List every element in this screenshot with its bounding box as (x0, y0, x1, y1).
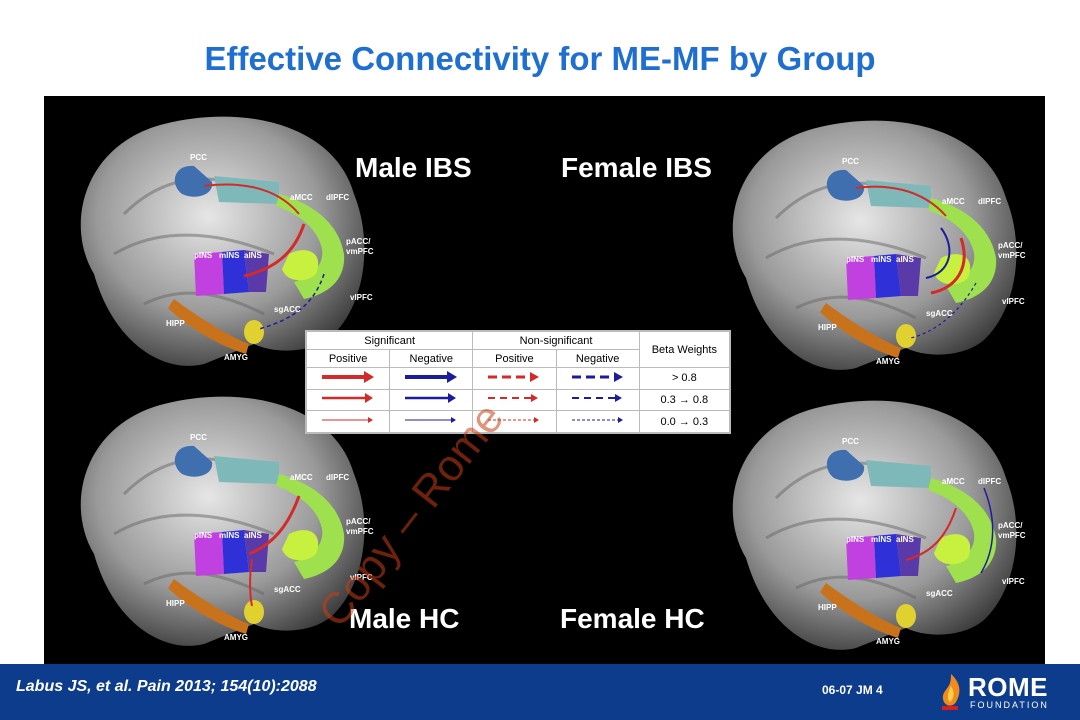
arrow-neg-nonsig-mid (555, 388, 640, 412)
svg-text:aMCC: aMCC (942, 197, 965, 206)
svg-text:aMCC: aMCC (942, 477, 965, 486)
flame-icon (942, 674, 960, 710)
legend-nonsignificant-header: Non-significant (472, 331, 640, 350)
svg-text:PCC: PCC (190, 153, 207, 162)
svg-text:AMYG: AMYG (876, 637, 900, 646)
brain-male-ibs: PCC aMCC dlPFC pACC/ vmPFC pINS mINS aIN… (79, 115, 374, 368)
svg-text:pINS: pINS (846, 535, 865, 544)
arrow-pos-nonsig-thin (472, 410, 557, 433)
svg-text:vmPFC: vmPFC (346, 247, 374, 256)
svg-text:HIPP: HIPP (818, 323, 837, 332)
logo-subtext: FOUNDATION (970, 700, 1049, 710)
svg-text:PCC: PCC (190, 433, 207, 442)
brain-female-ibs: PCC aMCC dlPFC pACC/ vmPFC pINS mINS aIN… (731, 119, 1026, 372)
svg-text:vmPFC: vmPFC (998, 251, 1026, 260)
svg-text:pINS: pINS (194, 531, 213, 540)
beta-row-low: 0.0 → 0.3 (638, 410, 731, 433)
svg-text:vmPFC: vmPFC (346, 527, 374, 536)
beta-row-mid: 0.3 → 0.8 (638, 388, 731, 412)
svg-text:pACC/: pACC/ (346, 517, 371, 526)
svg-text:PCC: PCC (842, 437, 859, 446)
brain-male-hc: PCC aMCC dlPFC pACC/ vmPFC pINS mINS aIN… (79, 395, 374, 648)
svg-text:dlPFC: dlPFC (978, 197, 1001, 206)
rome-foundation-logo: ROME FOUNDATION (938, 672, 1068, 714)
svg-text:sgACC: sgACC (926, 309, 953, 318)
svg-text:vlPFC: vlPFC (1002, 577, 1025, 586)
svg-text:pACC/: pACC/ (998, 241, 1023, 250)
arrow-pos-sig-thin (305, 410, 391, 433)
svg-text:vlPFC: vlPFC (350, 573, 373, 582)
svg-text:aINS: aINS (244, 251, 262, 260)
arrow-pos-sig-thick (305, 367, 391, 390)
svg-text:HIPP: HIPP (166, 599, 185, 608)
svg-text:dlPFC: dlPFC (978, 477, 1001, 486)
svg-text:aINS: aINS (896, 535, 914, 544)
svg-text:AMYG: AMYG (224, 353, 248, 362)
legend-significant-header: Significant (305, 331, 474, 350)
legend-positive-sig: Positive (305, 349, 391, 368)
legend-negative-nonsig: Negative (555, 349, 640, 368)
group-label-female-hc: Female HC (560, 603, 705, 634)
svg-text:mINS: mINS (871, 255, 892, 264)
svg-text:pACC/: pACC/ (346, 237, 371, 246)
arrow-pos-sig-mid (305, 388, 391, 412)
svg-text:mINS: mINS (219, 531, 240, 540)
svg-text:dlPFC: dlPFC (326, 473, 349, 482)
svg-text:sgACC: sgACC (274, 585, 301, 594)
svg-text:vmPFC: vmPFC (998, 531, 1026, 540)
footer-bar: Labus JS, et al. Pain 2013; 154(10):2088… (0, 664, 1080, 720)
legend-beta-header: Beta Weights (638, 331, 731, 368)
svg-text:vlPFC: vlPFC (350, 293, 373, 302)
svg-text:mINS: mINS (871, 535, 892, 544)
svg-text:aINS: aINS (244, 531, 262, 540)
arrow-neg-nonsig-thin (555, 410, 640, 433)
slide-code: 06-07 JM 4 (822, 683, 883, 697)
arrow-neg-nonsig-thick (555, 367, 640, 390)
slide-title: Effective Connectivity for ME-MF by Grou… (204, 40, 876, 77)
svg-text:sgACC: sgACC (274, 305, 301, 314)
logo-text: ROME (968, 672, 1048, 702)
legend-table: Significant Non-significant Beta Weights… (305, 330, 731, 434)
brain-female-hc: PCC aMCC dlPFC pACC/ vmPFC pINS mINS aIN… (731, 399, 1026, 652)
svg-text:AMYG: AMYG (876, 357, 900, 366)
svg-text:aINS: aINS (896, 255, 914, 264)
svg-text:HIPP: HIPP (166, 319, 185, 328)
group-label-male-ibs: Male IBS (355, 152, 472, 183)
svg-text:vlPFC: vlPFC (1002, 297, 1025, 306)
arrow-pos-nonsig-thick (472, 367, 557, 390)
svg-text:pINS: pINS (194, 251, 213, 260)
svg-text:dlPFC: dlPFC (326, 193, 349, 202)
figure-panel: PCC aMCC dlPFC pACC/ vmPFC pINS mINS aIN… (44, 96, 1045, 664)
group-label-female-ibs: Female IBS (561, 152, 712, 183)
svg-text:pINS: pINS (846, 255, 865, 264)
arrow-neg-sig-mid (389, 388, 474, 412)
arrow-neg-sig-thick (389, 367, 474, 390)
beta-row-high: > 0.8 (638, 367, 731, 390)
svg-text:HIPP: HIPP (818, 603, 837, 612)
svg-text:sgACC: sgACC (926, 589, 953, 598)
citation: Labus JS, et al. Pain 2013; 154(10):2088 (16, 678, 317, 695)
svg-text:pACC/: pACC/ (998, 521, 1023, 530)
svg-text:PCC: PCC (842, 157, 859, 166)
svg-text:aMCC: aMCC (290, 473, 313, 482)
legend-negative-sig: Negative (389, 349, 474, 368)
legend-positive-nonsig: Positive (472, 349, 557, 368)
group-label-male-hc: Male HC (349, 603, 460, 634)
svg-text:mINS: mINS (219, 251, 240, 260)
svg-text:AMYG: AMYG (224, 633, 248, 642)
svg-text:aMCC: aMCC (290, 193, 313, 202)
